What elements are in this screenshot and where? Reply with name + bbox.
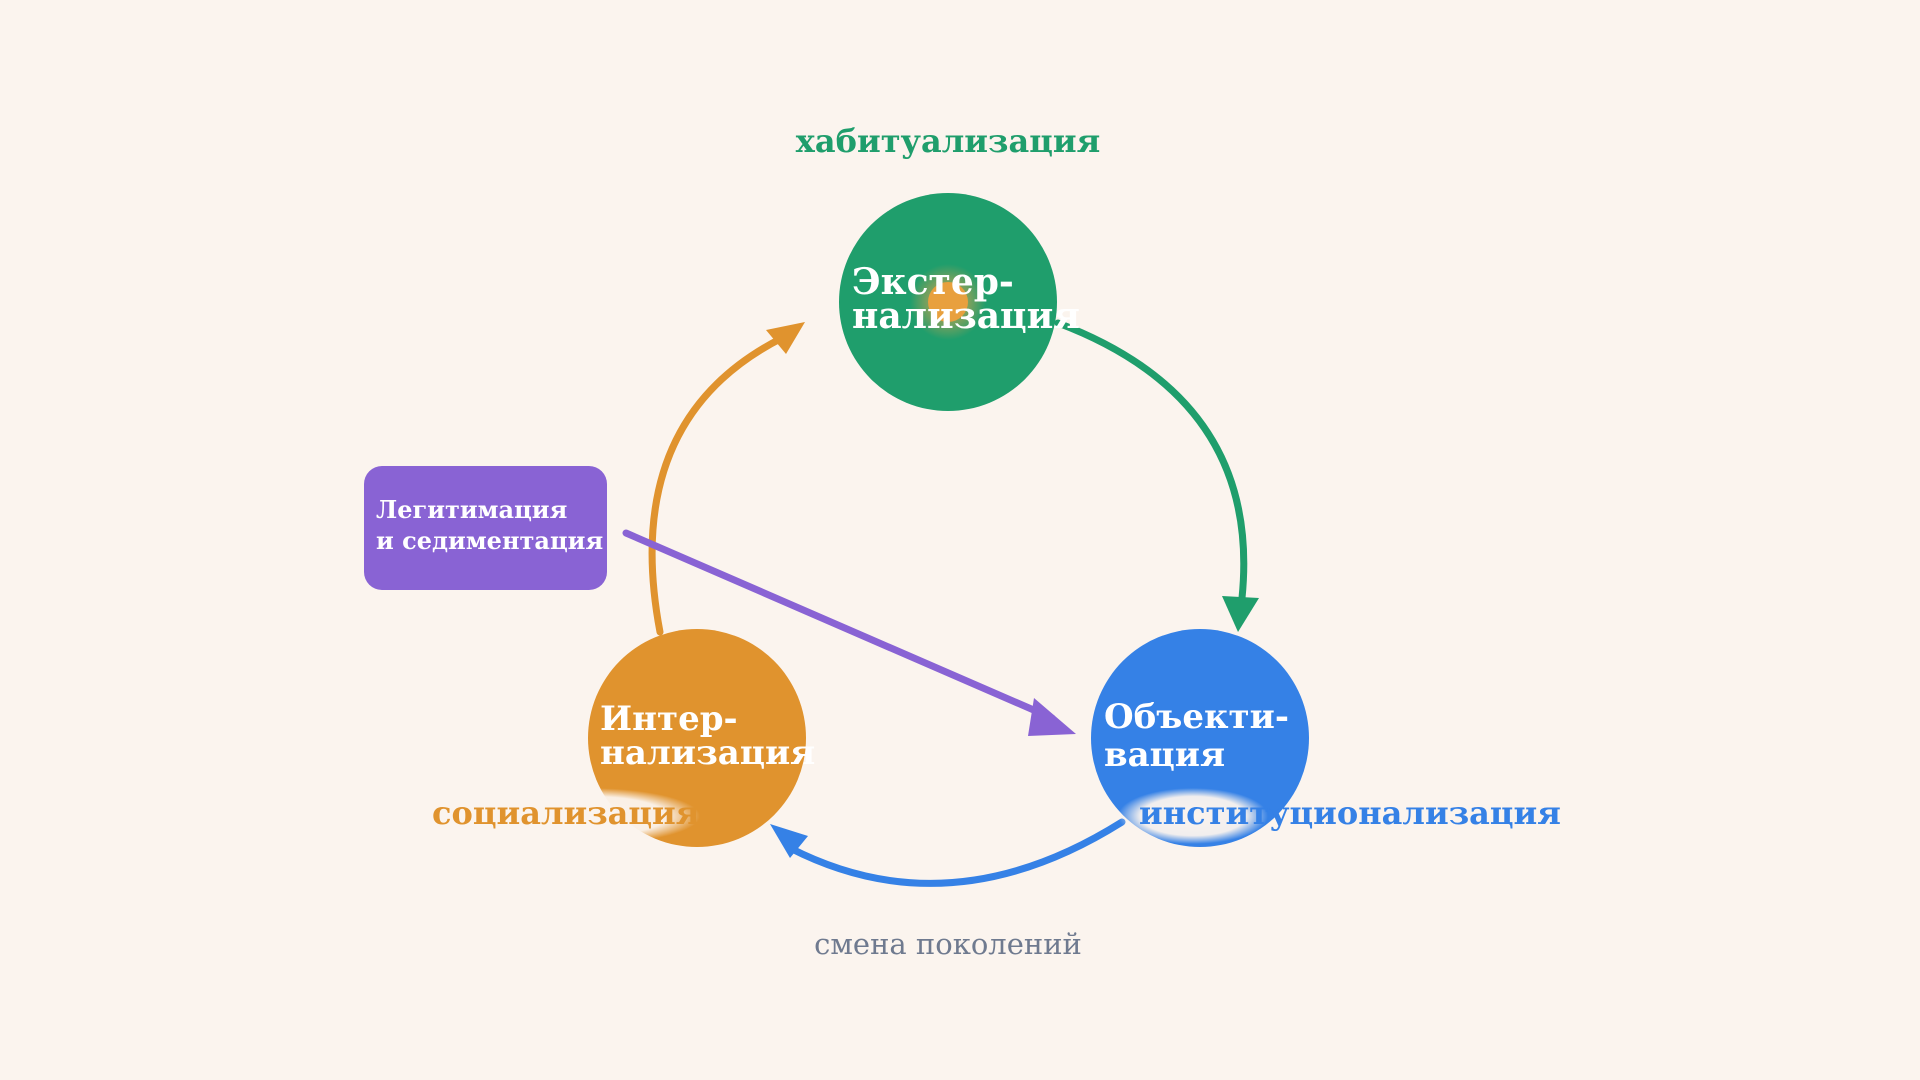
node-externalization: Экстер- нализация bbox=[839, 193, 1080, 411]
arrow-objectivation-to-internalization bbox=[770, 818, 1126, 887]
arrow-internalization-to-externalization bbox=[648, 322, 805, 636]
label-institutionalization: институционализация bbox=[1139, 794, 1561, 832]
legitimation-box: Легитимация и седиментация bbox=[364, 466, 607, 590]
node-internalization-line1: Интер- bbox=[600, 699, 738, 739]
label-socialization: социализация bbox=[432, 794, 699, 832]
node-objectivation-line2: вация bbox=[1104, 735, 1225, 775]
node-internalization-line2: нализация bbox=[600, 733, 815, 773]
label-generations: смена поколений bbox=[814, 927, 1082, 961]
legitimation-line1: Легитимация bbox=[376, 495, 567, 524]
orange-dot bbox=[928, 282, 968, 322]
node-objectivation-line1: Объекти- bbox=[1104, 697, 1289, 737]
legitimation-line2: и седиментация bbox=[376, 526, 603, 555]
socialization-backdrop bbox=[480, 788, 700, 844]
arrow-externalization-to-objectivation bbox=[1054, 319, 1259, 632]
arrow-legitimation-to-objectivation bbox=[622, 529, 1076, 736]
node-externalization-line1: Экстер- bbox=[852, 261, 1014, 303]
institutionalization-backdrop bbox=[1118, 788, 1268, 844]
label-habitualization: хабитуализация bbox=[796, 122, 1100, 160]
node-externalization-line2: нализация bbox=[852, 295, 1080, 337]
